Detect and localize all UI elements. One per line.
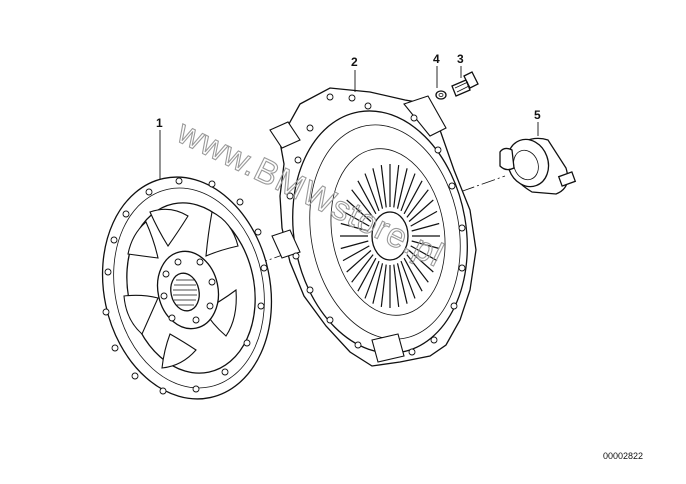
clutch-disc [101, 176, 273, 400]
release-bearing [499, 137, 577, 195]
bolt [451, 71, 479, 97]
spring-finger [406, 189, 429, 218]
spring-finger [393, 264, 400, 307]
spring-finger [408, 250, 434, 273]
spring-finger [351, 189, 374, 218]
spring-finger [408, 199, 434, 222]
spring-finger [340, 240, 369, 250]
spring-finger [357, 180, 377, 215]
spring-finger [411, 222, 440, 232]
callout-5: 5 [534, 108, 541, 122]
spring-finger [410, 245, 438, 262]
spring-finger [411, 240, 440, 250]
callout-3: 3 [457, 52, 464, 66]
spring-finger [380, 264, 387, 307]
document-number: 00002822 [603, 451, 643, 461]
spring-finger [380, 165, 387, 208]
plate-lugs [269, 95, 447, 363]
hub-splines [173, 279, 197, 306]
spring-finger [346, 250, 372, 273]
spring-finger [400, 260, 416, 299]
washer [435, 90, 447, 100]
spring-finger [351, 254, 374, 283]
spring-finger [346, 199, 372, 222]
callout-4: 4 [433, 52, 440, 66]
pressure-plate [269, 87, 477, 367]
plate-holes [286, 93, 466, 356]
spring-finger [357, 257, 377, 292]
hub-rivets [160, 258, 216, 324]
spring-finger [396, 168, 408, 209]
spring-finger [372, 168, 384, 209]
spring-finger [396, 263, 408, 304]
callout-1: 1 [156, 116, 163, 130]
spring-finger [364, 173, 380, 212]
spring-finger [342, 210, 370, 227]
spring-finger [340, 222, 369, 232]
diaphragm-spring-fingers [340, 164, 440, 308]
spring-finger [393, 165, 400, 208]
spring-finger [410, 210, 438, 227]
spring-finger [364, 260, 380, 299]
disc-rivets [102, 177, 268, 395]
spring-finger [403, 257, 423, 292]
spring-finger [372, 263, 384, 304]
callout-2: 2 [351, 55, 358, 69]
spring-finger [403, 180, 423, 215]
leader-lines [159, 66, 539, 180]
spring-finger [406, 254, 429, 283]
disc-spring-windows [123, 208, 239, 369]
spring-finger [400, 173, 416, 212]
spring-finger [342, 245, 370, 262]
